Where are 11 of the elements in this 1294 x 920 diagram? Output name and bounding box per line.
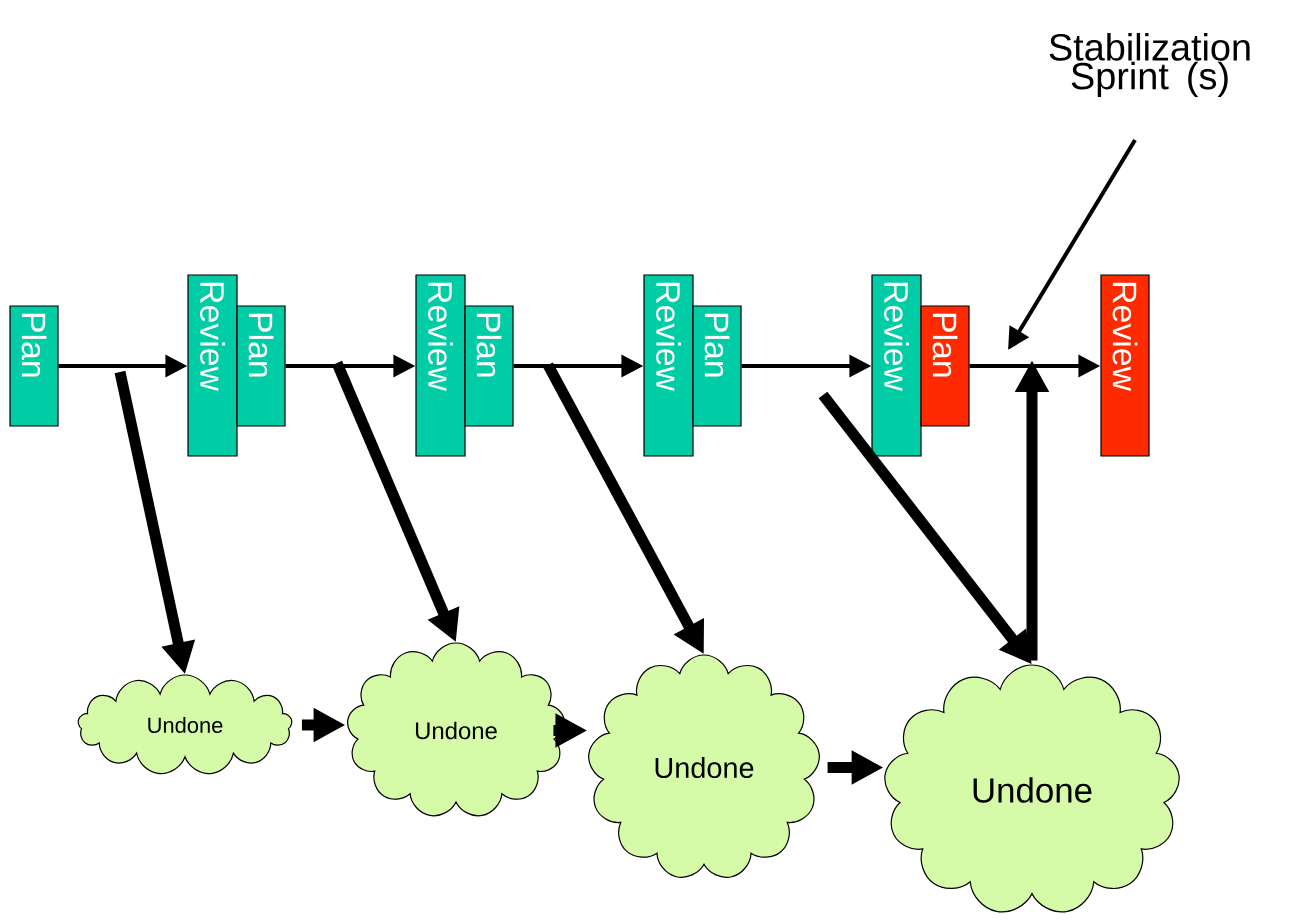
phase-box: Review <box>871 274 922 457</box>
phase-box: Review <box>415 274 466 457</box>
callout-text: Stabilization Sprint (s) <box>1049 32 1250 98</box>
phase-box: Review <box>1100 274 1150 457</box>
phase-box: Plan <box>920 305 970 427</box>
phase-box: Plan <box>236 305 286 427</box>
phase-box: Plan <box>464 305 514 427</box>
phase-box: Review <box>187 274 238 457</box>
phase-box: Plan <box>692 305 742 427</box>
phase-box: Plan <box>9 305 59 427</box>
phase-box: Review <box>643 274 694 457</box>
